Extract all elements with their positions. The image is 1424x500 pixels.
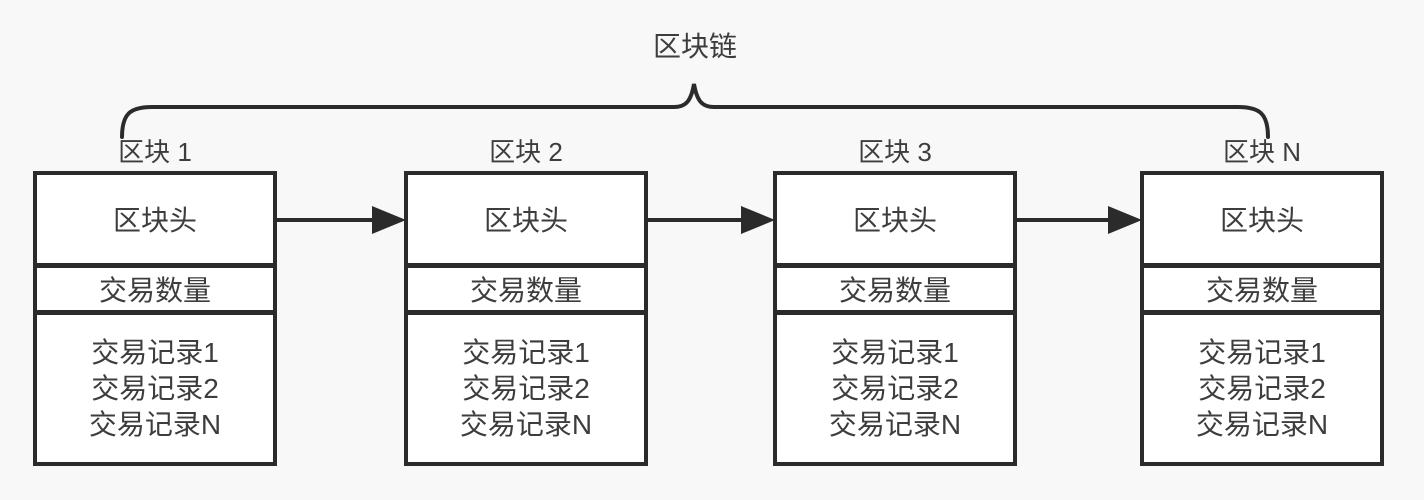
diagram-title: 区块链 (652, 31, 738, 62)
record-line: 交易记录N (828, 408, 962, 440)
record-line: 交易记录1 (91, 336, 219, 368)
block-header-cell: 区块头 (408, 175, 644, 268)
block-2-label: 区块 2 (489, 137, 563, 167)
record-line: 交易记录N (88, 408, 222, 440)
record-line: 交易记录2 (1198, 372, 1326, 404)
block-1-label: 区块 1 (118, 137, 192, 167)
transaction-count-cell: 交易数量 (408, 268, 644, 315)
transaction-count-cell: 交易数量 (1144, 268, 1380, 315)
brace-icon (120, 83, 1270, 139)
block-2-box: 区块头 交易数量 交易记录1 交易记录2 交易记录N (404, 171, 648, 466)
record-line: 交易记录1 (831, 336, 959, 368)
arrow-icon (1017, 206, 1142, 234)
record-line: 交易记录1 (1198, 336, 1326, 368)
record-line: 交易记录2 (462, 372, 590, 404)
block-1-box: 区块头 交易数量 交易记录1 交易记录2 交易记录N (33, 171, 277, 466)
block-n-box: 区块头 交易数量 交易记录1 交易记录2 交易记录N (1140, 171, 1384, 466)
transaction-records-cell: 交易记录1 交易记录2 交易记录N (408, 315, 644, 462)
block-1: 区块 1 区块头 交易数量 交易记录1 交易记录2 交易记录N (33, 136, 277, 466)
block-n-label: 区块 N (1222, 137, 1301, 167)
block-3-label: 区块 3 (858, 137, 932, 167)
arrow-icon (648, 206, 775, 234)
transaction-count-cell: 交易数量 (37, 268, 273, 315)
transaction-count-cell: 交易数量 (777, 268, 1013, 315)
block-3-box: 区块头 交易数量 交易记录1 交易记录2 交易记录N (773, 171, 1017, 466)
record-line: 交易记录2 (831, 372, 959, 404)
block-header-cell: 区块头 (1144, 175, 1380, 268)
block-2: 区块 2 区块头 交易数量 交易记录1 交易记录2 交易记录N (404, 136, 648, 466)
block-3: 区块 3 区块头 交易数量 交易记录1 交易记录2 交易记录N (773, 136, 1017, 466)
record-line: 交易记录2 (91, 372, 219, 404)
block-header-cell: 区块头 (37, 175, 273, 268)
transaction-records-cell: 交易记录1 交易记录2 交易记录N (37, 315, 273, 462)
record-line: 交易记录N (1195, 408, 1329, 440)
transaction-records-cell: 交易记录1 交易记录2 交易记录N (777, 315, 1013, 462)
record-line: 交易记录1 (462, 336, 590, 368)
transaction-records-cell: 交易记录1 交易记录2 交易记录N (1144, 315, 1380, 462)
arrow-icon (277, 206, 406, 234)
record-line: 交易记录N (459, 408, 593, 440)
block-n: 区块 N 区块头 交易数量 交易记录1 交易记录2 交易记录N (1140, 136, 1384, 466)
block-header-cell: 区块头 (777, 175, 1013, 268)
